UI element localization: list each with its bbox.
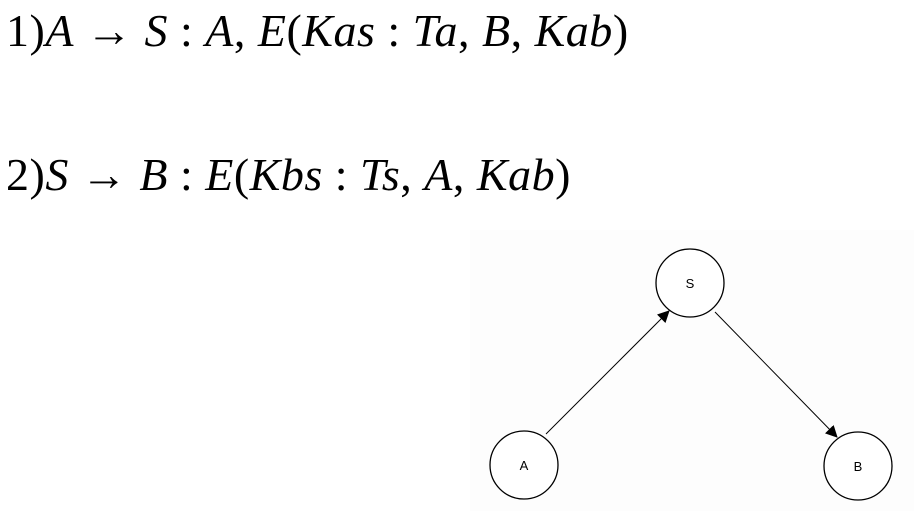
- formula-token: B: [482, 5, 511, 56]
- formula-token: S: [144, 5, 168, 56]
- formula-body: S → B : E(Kbs : Ts, A, Kab): [45, 149, 571, 200]
- formula-token: →: [73, 5, 145, 56]
- formula-token: Ta: [412, 5, 459, 56]
- formula-token: A: [45, 5, 74, 56]
- formula-token: E: [257, 5, 287, 56]
- formula-token: ,: [233, 5, 258, 56]
- formula-token: ,: [400, 149, 425, 200]
- formula-token: ,: [452, 149, 477, 200]
- formula-token: Kbs: [249, 149, 323, 200]
- node-a-label: A: [520, 458, 529, 473]
- formula-token: E: [205, 149, 234, 200]
- formula-2: 2)S → B : E(Kbs : Ts, A, Kab): [6, 152, 571, 198]
- formula-token: ,: [458, 5, 483, 56]
- formula-token: :: [167, 149, 206, 200]
- formula-number: 1): [6, 5, 46, 56]
- formula-token: ): [612, 5, 629, 56]
- formula-token: :: [322, 149, 361, 200]
- formula-number: 2): [6, 149, 46, 200]
- formula-token: B: [139, 149, 168, 200]
- formula-token: Kas: [302, 5, 376, 56]
- formula-token: (: [286, 5, 303, 56]
- formula-token: (: [233, 149, 250, 200]
- formula-body: A → S : A, E(Kas : Ta, B, Kab): [45, 5, 628, 56]
- node-s: S: [655, 248, 725, 318]
- formula-1: 1)A → S : A, E(Kas : Ta, B, Kab): [6, 8, 629, 54]
- formula-token: ): [555, 149, 571, 200]
- node-b: B: [823, 431, 893, 501]
- node-b-label: B: [854, 459, 863, 474]
- formula-token: Ts: [360, 149, 401, 200]
- node-s-label: S: [686, 276, 695, 291]
- formula-token: :: [375, 5, 413, 56]
- diagram-canvas: S A B: [489, 248, 893, 501]
- node-a: A: [489, 430, 559, 500]
- formula-token: →: [68, 149, 140, 200]
- formula-token: A: [205, 5, 234, 56]
- formula-token: A: [424, 149, 453, 200]
- edge-s-to-b: [714, 311, 838, 438]
- formula-token: ,: [510, 5, 535, 56]
- formula-token: Kab: [476, 149, 556, 200]
- formula-token: S: [45, 149, 69, 200]
- formula-token: Kab: [534, 5, 613, 56]
- edge-a-to-s: [545, 310, 670, 435]
- formula-token: :: [167, 5, 206, 56]
- protocol-diagram: S A B: [470, 230, 914, 511]
